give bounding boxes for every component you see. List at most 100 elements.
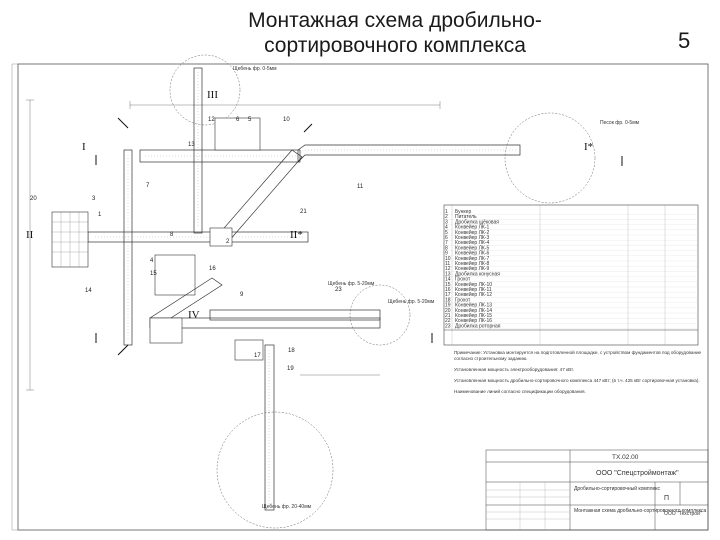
spec-row-number: 15 — [445, 282, 451, 288]
spec-row-label: Грохот — [455, 297, 471, 303]
stockpile-middle — [349, 284, 411, 346]
spec-row-label: Конвейер ЛК-9 — [455, 265, 489, 272]
spec-row-label: Конвейер ЛК-3 — [455, 234, 489, 241]
stockpile-label-1: Щебень фр. 0-5мм — [233, 66, 277, 72]
spec-row-label: Дробилка конусная — [455, 271, 500, 277]
title-block-text: ТХ.02.00 ООО "Спецстроймонтаж" Дробильно… — [574, 454, 707, 517]
title-block-sheet-title: Монтажная схема дробильно-сортировочного… — [574, 508, 707, 514]
title-block-stage: П — [664, 495, 669, 502]
section-arrows — [95, 117, 623, 356]
spec-row-number: 10 — [445, 256, 451, 262]
spec-row-number: 8 — [445, 245, 448, 251]
spec-row-label: Конвейер ЛК-6 — [455, 250, 489, 257]
spec-row-number: 14 — [445, 277, 451, 283]
slide-title: Монтажная схема дробильно- сортировочног… — [200, 8, 590, 58]
spec-row-number: 21 — [445, 313, 451, 319]
callout-14: 14 — [85, 288, 92, 294]
spec-row-label: Конвейер ЛК-1 — [455, 224, 489, 231]
callout-16: 16 — [209, 266, 216, 272]
spec-row-label: Конвейер ЛК-13 — [455, 302, 492, 309]
building-outline — [154, 254, 196, 296]
crusher-jaw — [214, 117, 261, 151]
callout-15: 15 — [150, 271, 157, 277]
title-block-project: Дробильно-сортировочный комплекс — [574, 485, 661, 492]
stockpile-right — [504, 112, 596, 204]
spec-row-number: 4 — [445, 225, 448, 231]
section-mark-ip: I* — [584, 141, 593, 153]
stockpile-label-5: Щебень фр. 20-40мм — [262, 504, 312, 510]
title-block-rows — [486, 482, 570, 530]
spec-row-number: 23 — [445, 323, 451, 329]
equipment — [51, 117, 264, 361]
stockpiles — [169, 54, 596, 529]
spec-row-label: Дробилка щёковая — [455, 219, 499, 225]
callout-3: 3 — [92, 196, 96, 202]
section-mark-iii: III — [207, 89, 218, 101]
callout-17: 17 — [254, 353, 261, 359]
slide-title-line-1: Монтажная схема дробильно- — [248, 9, 542, 32]
callout-12: 12 — [208, 117, 215, 123]
stockpile-label-2: Песок фр. 0-5мм — [600, 120, 640, 126]
conveyor-to-right — [297, 144, 521, 163]
callout-11: 11 — [357, 184, 364, 190]
frame-margin — [11, 63, 19, 531]
conveyor-hatching — [95, 72, 518, 505]
slide-title-line-2: сортировочного комплекса — [264, 34, 526, 57]
callout-18: 18 — [288, 348, 295, 354]
section-mark-ii-right: II* — [290, 229, 303, 241]
spec-row-label: Конвейер ЛК-16 — [455, 317, 492, 324]
callout-20: 20 — [30, 196, 37, 202]
spec-row-number: 7 — [445, 240, 448, 246]
conveyor-horizontal-lower-2 — [209, 309, 381, 321]
spec-row-number: 12 — [445, 266, 451, 272]
spec-row-label: Дробилка роторная — [455, 323, 501, 329]
drawing-frame — [17, 63, 709, 531]
spec-row-number: 11 — [445, 261, 450, 267]
spec-row-label: Конвейер ЛК-11 — [455, 286, 492, 293]
title-block-company: ООО "Спецстроймонтаж" — [596, 469, 679, 477]
section-mark-iv: IV — [188, 309, 200, 321]
spec-row-number: 5 — [445, 230, 448, 236]
spec-row-number: 19 — [445, 303, 451, 309]
stockpile-top — [169, 54, 241, 126]
spec-row-number: 3 — [445, 219, 448, 225]
conveyor-vertical-bottom — [264, 344, 275, 511]
callout-19: 19 — [287, 366, 294, 372]
spec-row-number: 22 — [445, 318, 451, 324]
spec-row-label: Конвейер ЛК-12 — [455, 291, 492, 298]
note-4: Наименование линий согласно спецификации… — [454, 389, 586, 394]
spec-row-number: 6 — [445, 235, 448, 241]
spec-row-label: Питатель — [455, 214, 477, 220]
callout-6: 6 — [236, 117, 240, 123]
section-mark-ii-left: II — [26, 229, 34, 241]
spec-row-number: 20 — [445, 308, 451, 314]
spec-row-label: Грохот — [455, 277, 471, 283]
title-block — [485, 449, 709, 531]
stockpile-labels: Щебень фр. 0-5мм Песок фр. 0-5мм Щебень … — [233, 66, 640, 510]
callout-21: 21 — [300, 209, 307, 215]
callout-2: 2 — [226, 239, 230, 245]
stockpile-label-4: Щебень фр. 5-20мм — [388, 299, 435, 305]
screen-2 — [234, 339, 264, 361]
spec-row-label: Конвейер ЛК-7 — [455, 255, 489, 262]
spec-row-number: 1 — [445, 209, 448, 215]
title-block-code: ТХ.02.00 — [612, 454, 639, 461]
stockpile-label-3: Щебень фр. 5-20мм — [328, 281, 375, 287]
spec-row-label: Конвейер ЛК-15 — [455, 312, 492, 319]
note-2: Установленная мощность электрооборудован… — [454, 367, 574, 372]
drawing-notes: Примечание: Установка монтируется на под… — [454, 350, 704, 400]
spec-row-label: Конвейер ЛК-4 — [455, 239, 489, 246]
conveyor-vertical-top — [193, 67, 203, 234]
spec-row-label: Конвейер ЛК-14 — [455, 307, 492, 314]
callout-23: 23 — [335, 287, 342, 293]
callout-4: 4 — [150, 258, 154, 264]
spec-row-number: 18 — [445, 297, 451, 303]
note-1: Примечание: Установка монтируется на под… — [454, 350, 702, 361]
stockpile-bottom — [216, 411, 334, 529]
screen-1 — [209, 227, 233, 247]
conveyor-vertical-left — [123, 149, 133, 346]
crusher-cone — [149, 317, 183, 344]
section-mark-i: I — [82, 141, 86, 153]
